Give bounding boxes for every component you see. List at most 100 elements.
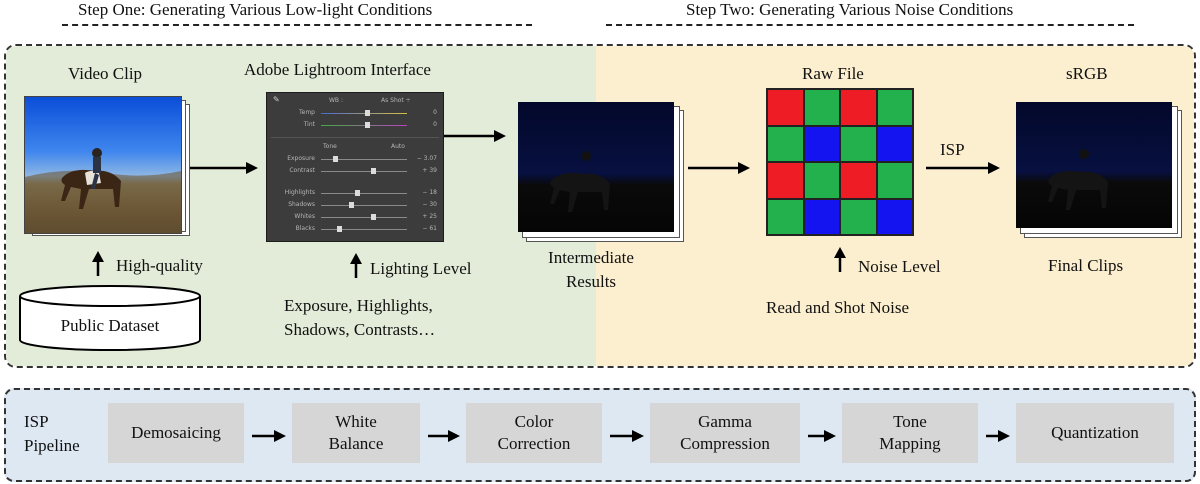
- intermediate-results-line1: Intermediate: [548, 248, 634, 267]
- pipeline-stage: Quantization: [1016, 403, 1174, 463]
- pipeline-arrow: [428, 430, 460, 442]
- bayer-cell-red: [768, 90, 803, 125]
- pipeline-stage-text: Quantization: [1051, 422, 1139, 444]
- pipeline-stage-line2: Mapping: [879, 434, 941, 453]
- as-shot-label: As Shot ÷: [381, 97, 411, 104]
- lightroom-slider-value: + 39: [422, 167, 437, 174]
- arrow-raw-to-srgb: [926, 162, 1000, 174]
- lightroom-slider-value: − 30: [422, 201, 437, 208]
- lightroom-slider-label: Blacks: [295, 225, 315, 232]
- lightroom-slider-row: Shadows − 30: [273, 201, 437, 209]
- pipeline-stage-line2: Compression: [680, 434, 770, 453]
- arrow-up-lighting-level: [350, 253, 362, 278]
- pipeline-stage-line1: White: [335, 412, 377, 431]
- step-two-title: Step Two: Generating Various Noise Condi…: [686, 0, 1014, 19]
- lightroom-slider-row: Contrast + 39: [273, 167, 437, 175]
- lightroom-slider-label: Tint: [303, 121, 315, 128]
- final-clip-image: [1016, 102, 1172, 228]
- isp-label: ISP: [940, 140, 965, 159]
- bayer-cell-green: [768, 126, 803, 161]
- step-one-title: Step One: Generating Various Low-light C…: [78, 0, 433, 19]
- pipeline-arrow: [610, 430, 644, 442]
- noise-level-label: Noise Level: [858, 257, 941, 276]
- video-clip-label: Video Clip: [68, 64, 143, 83]
- lightroom-slider-value: + 25: [422, 213, 437, 220]
- bayer-cell-blue: [877, 199, 912, 234]
- bayer-cell-red: [768, 163, 803, 198]
- lightroom-slider-row: Blacks − 61: [273, 225, 437, 233]
- lightroom-slider-track: [321, 217, 407, 218]
- tone-divider: [271, 137, 439, 138]
- lightroom-slider-knob: [365, 122, 370, 128]
- wb-label: WB :: [329, 97, 343, 104]
- lightroom-slider-track: [321, 113, 407, 114]
- lightroom-slider-track: [321, 205, 407, 206]
- pipeline-stage-text: Demosaicing: [131, 422, 221, 444]
- arrow-intermediate-to-raw: [688, 162, 750, 174]
- lightroom-slider-label: Highlights: [284, 189, 315, 196]
- lightroom-slider-label: Shadows: [288, 201, 315, 208]
- lightroom-slider-track: [321, 159, 407, 160]
- raw-file-label: Raw File: [802, 64, 864, 83]
- lightroom-label: Adobe Lightroom Interface: [244, 60, 431, 79]
- rider-silhouette: [25, 148, 181, 233]
- lightroom-slider-track: [321, 193, 407, 194]
- bayer-cell-blue: [804, 199, 839, 234]
- final-clips-label: Final Clips: [1048, 256, 1124, 275]
- public-dataset-label: Public Dataset: [60, 316, 160, 335]
- tone-label: Tone: [323, 143, 337, 150]
- isp-pipeline-label-line2: Pipeline: [24, 436, 80, 455]
- arrow-lightroom-to-intermediate: [444, 130, 506, 142]
- pipeline-stage-line1: Tone: [893, 412, 927, 431]
- bayer-cell-green: [877, 90, 912, 125]
- lightroom-slider-value: − 61: [422, 225, 437, 232]
- bayer-cell-red: [841, 163, 876, 198]
- lightroom-slider-knob: [365, 110, 370, 116]
- step-two-divider: [606, 24, 1134, 26]
- pipeline-arrow: [986, 430, 1010, 442]
- lightroom-slider-knob: [370, 214, 376, 220]
- lightroom-slider-value: − 3.07: [416, 155, 437, 162]
- lightroom-slider-label: Contrast: [289, 167, 315, 174]
- high-quality-label: High-quality: [116, 256, 203, 275]
- eyedropper-icon: ✎: [273, 95, 280, 104]
- final-rider-silhouette: [1048, 149, 1108, 210]
- video-clip-image: [24, 96, 182, 234]
- database-icon: [19, 285, 201, 351]
- step-one-divider: [62, 24, 532, 26]
- intermediate-image: [518, 102, 674, 232]
- lightroom-slider-value: − 18: [422, 189, 437, 196]
- lighting-level-label: Lighting Level: [370, 259, 472, 278]
- lightroom-slider-value: 0: [433, 109, 437, 116]
- lightroom-slider-knob: [354, 190, 360, 196]
- lightroom-slider-track: [321, 125, 407, 126]
- lightroom-params-line2: Shadows, Contrasts…: [284, 320, 436, 339]
- bayer-pattern-grid: [766, 88, 914, 236]
- bayer-cell-green: [804, 90, 839, 125]
- lightroom-slider-label: Exposure: [287, 155, 315, 162]
- isp-pipeline-label-line1: ISP: [24, 412, 49, 431]
- pipeline-arrow: [808, 430, 836, 442]
- lightroom-slider-knob: [370, 168, 376, 174]
- lightroom-slider-knob: [349, 202, 354, 208]
- bayer-cell-blue: [877, 126, 912, 161]
- lightroom-slider-track: [321, 229, 407, 230]
- dark-rider-silhouette: [550, 151, 610, 212]
- lightroom-slider-row: Whites+ 25: [273, 213, 437, 221]
- pipeline-stage-line2: Balance: [328, 434, 384, 453]
- auto-label: Auto: [391, 143, 405, 150]
- lightroom-slider-label: Temp: [299, 109, 315, 116]
- bayer-cell-green: [768, 199, 803, 234]
- pipeline-arrow: [252, 430, 286, 442]
- bayer-cell-green: [804, 163, 839, 198]
- bayer-cell-green: [877, 163, 912, 198]
